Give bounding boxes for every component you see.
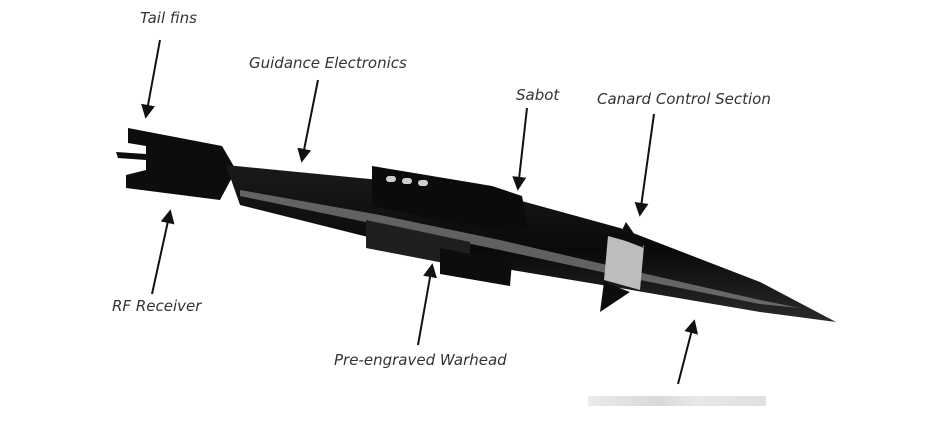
projectile-body (116, 128, 836, 322)
warhead-lower-block (440, 248, 512, 286)
sabot-hole (418, 180, 428, 186)
pointer-arrows (141, 39, 698, 385)
arrow-guidance-electronics (297, 79, 319, 163)
label-sabot: Sabot (516, 86, 560, 104)
canard-fin-top (618, 222, 644, 248)
arrow-rf-receiver (151, 209, 175, 295)
label-rf-receiver: RF Receiver (112, 297, 202, 315)
sabot-hole (386, 176, 396, 182)
label-tail-fins: Tail fins (140, 9, 197, 27)
body-highlight (240, 190, 800, 308)
arrow-pre-engraved-warhead (417, 263, 437, 346)
arrow-unlabeled (677, 319, 698, 385)
arrow-canard-control-section (634, 113, 655, 217)
sabot-hole (402, 178, 412, 184)
tail-section (116, 128, 236, 200)
label-pre-engraved-warhead: Pre-engraved Warhead (334, 351, 507, 369)
obscured-label-strip (588, 396, 766, 406)
arrow-sabot (512, 107, 528, 191)
arrow-tail-fins (141, 39, 161, 119)
canard-fin-bottom (600, 282, 630, 312)
label-guidance-electronics: Guidance Electronics (249, 54, 407, 72)
canard-band (604, 236, 644, 290)
label-canard-control-section: Canard Control Section (597, 90, 771, 108)
